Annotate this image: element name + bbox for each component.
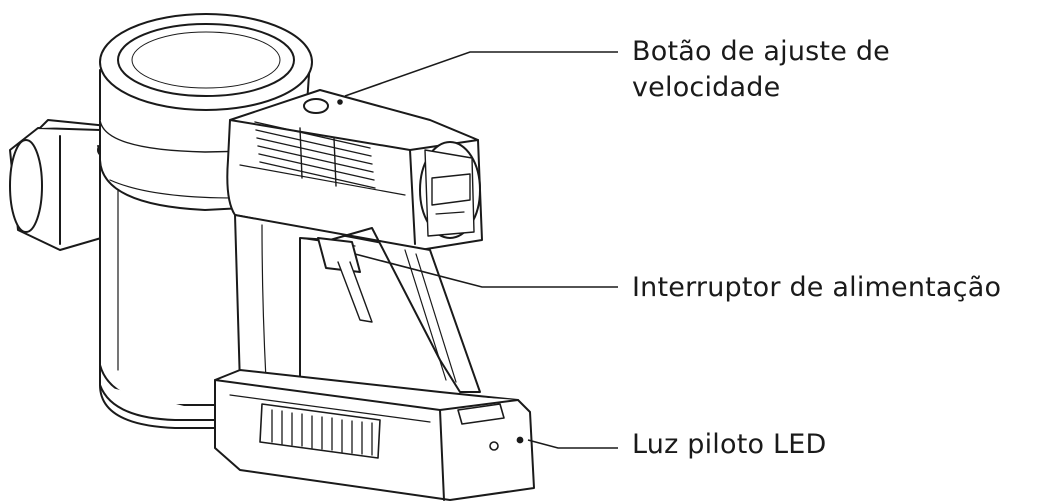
leader-line-power xyxy=(354,253,618,288)
label-led-light: Luz piloto LED xyxy=(632,427,826,463)
nozzle-inlet xyxy=(9,119,113,251)
leader-line-speed xyxy=(344,51,618,97)
vacuum-illustration-icon xyxy=(9,13,535,501)
label-power-switch: Interruptor de alimentação xyxy=(632,270,1001,306)
label-speed-line2: velocidade xyxy=(632,72,781,103)
motor-vents xyxy=(254,121,376,189)
speed-button-icon xyxy=(303,98,329,114)
battery-grill xyxy=(271,409,373,456)
leader-line-led xyxy=(527,439,618,449)
label-speed-button: Botão de ajuste de velocidade xyxy=(632,34,890,106)
label-led-text: Luz piloto LED xyxy=(632,429,827,460)
dust-bin xyxy=(99,139,241,429)
label-speed-line1: Botão de ajuste de xyxy=(632,36,890,67)
led-indicator-icon xyxy=(516,436,524,444)
leader-lines xyxy=(344,51,618,449)
battery-pack xyxy=(214,369,535,501)
power-trigger-icon xyxy=(317,237,373,323)
label-power-text: Interruptor de alimentação xyxy=(632,272,1002,303)
